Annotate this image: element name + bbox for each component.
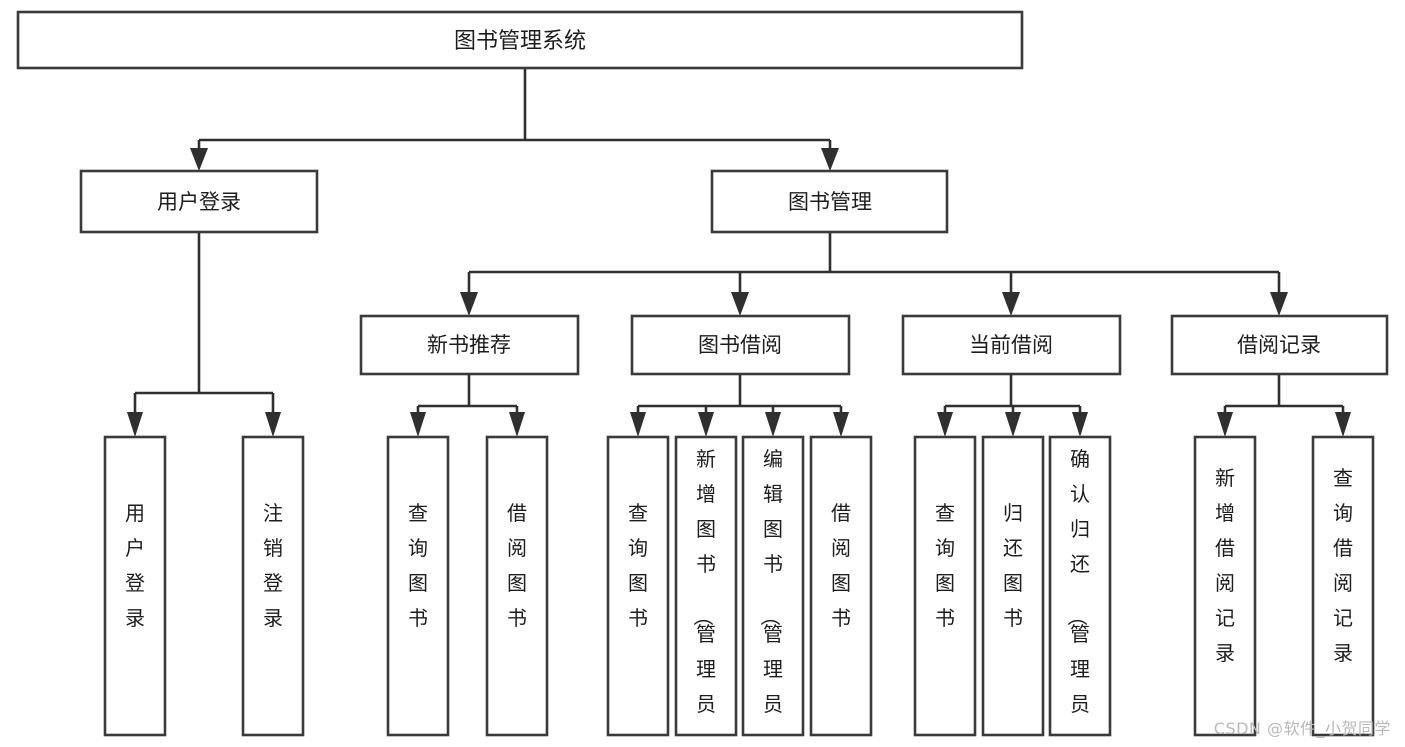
- node-book-borrow[interactable]: 图书借阅: [630, 314, 851, 376]
- arrow-head-borrow-record: [1270, 292, 1288, 316]
- csdn-watermark: CSDN @软件_小贺同学: [1213, 719, 1391, 738]
- node-leaf-confirm-return-label: 确认归还（管理员）: [1065, 447, 1090, 747]
- node-leaf-add-record-box[interactable]: [1193, 435, 1257, 737]
- node-leaf-user-logout[interactable]: 注销登录: [241, 435, 305, 737]
- connector-group-borrow-record: [1217, 374, 1351, 437]
- arrow-head-leaf-borrow-book-1: [509, 412, 525, 437]
- node-book-manage[interactable]: 图书管理: [710, 169, 949, 234]
- arrow-head-book-borrow: [731, 292, 749, 316]
- node-leaf-return-book-label: 归还图书: [1003, 501, 1023, 630]
- node-leaf-add-record[interactable]: 新增借阅记录: [1193, 435, 1257, 737]
- node-leaf-add-record-label: 新增借阅记录: [1215, 466, 1235, 665]
- node-leaf-borrow-book-2-label: 借阅图书: [831, 501, 851, 630]
- node-leaf-query-book-3-label: 查询图书: [935, 501, 955, 630]
- node-leaf-query-book-3[interactable]: 查询图书: [913, 435, 977, 737]
- arrow-head-leaf-confirm-return: [1072, 412, 1088, 437]
- node-current-borrow-label: 当前借阅: [969, 333, 1053, 357]
- node-leaf-return-book-box[interactable]: [981, 435, 1045, 737]
- node-root-label: 图书管理系统: [454, 29, 586, 54]
- node-leaf-confirm-return[interactable]: 确认归还（管理员）: [1048, 435, 1112, 747]
- arrow-head-book-manage: [821, 148, 839, 171]
- node-leaf-return-book[interactable]: 归还图书: [981, 435, 1045, 737]
- arrow-head-leaf-user-logout: [265, 412, 281, 437]
- node-book-borrow-box[interactable]: [630, 314, 851, 376]
- arrow-head-leaf-user-login: [127, 412, 143, 437]
- node-leaf-query-book-1[interactable]: 查询图书: [386, 435, 450, 737]
- node-current-borrow[interactable]: 当前借阅: [901, 314, 1122, 376]
- node-leaf-query-book-1-box[interactable]: [386, 435, 450, 737]
- arrow-head-leaf-add-book: [698, 412, 714, 437]
- node-book-manage-box[interactable]: [710, 169, 949, 234]
- node-leaf-query-record[interactable]: 查询借阅记录: [1311, 435, 1375, 737]
- node-user-login-box[interactable]: [79, 169, 319, 234]
- node-root[interactable]: 图书管理系统: [16, 10, 1024, 70]
- arrow-head-leaf-borrow-book-2: [833, 412, 849, 437]
- node-user-login[interactable]: 用户登录: [79, 169, 319, 234]
- node-book-manage-label: 图书管理: [788, 190, 872, 214]
- node-leaf-query-record-label: 查询借阅记录: [1333, 466, 1353, 665]
- node-borrow-record-label: 借阅记录: [1237, 333, 1321, 357]
- node-leaf-user-login-label: 用户登录: [125, 501, 145, 630]
- arrow-head-new-book-recommend: [460, 292, 478, 316]
- node-leaf-edit-book[interactable]: 编辑图书（管理员）: [741, 435, 805, 747]
- arrow-head-current-borrow: [1002, 292, 1020, 316]
- arrow-head-leaf-query-book-3: [937, 412, 953, 437]
- node-leaf-user-login-box[interactable]: [103, 435, 167, 737]
- node-leaf-add-book[interactable]: 新增图书（管理员）: [674, 435, 738, 747]
- node-borrow-record-box[interactable]: [1170, 314, 1389, 376]
- node-leaf-borrow-book-2-box[interactable]: [809, 435, 873, 737]
- node-leaf-edit-book-label: 编辑图书（管理员）: [758, 447, 783, 747]
- node-leaf-edit-book-box[interactable]: [741, 435, 805, 737]
- arrow-head-leaf-query-book-2: [630, 412, 646, 437]
- arrow-head-leaf-query-record: [1335, 412, 1351, 437]
- connector-group-root: [190, 68, 839, 171]
- arrow-head-user-login: [190, 148, 208, 171]
- node-leaf-query-record-box[interactable]: [1311, 435, 1375, 737]
- connector-group-user-login: [127, 232, 281, 437]
- node-leaf-query-book-2-label: 查询图书: [628, 501, 648, 630]
- connector-group-book-borrow: [630, 374, 849, 437]
- node-leaf-confirm-return-box[interactable]: [1048, 435, 1112, 737]
- node-leaf-borrow-book-1[interactable]: 借阅图书: [485, 435, 549, 737]
- node-leaf-borrow-book-1-label: 借阅图书: [507, 501, 527, 630]
- arrow-head-leaf-add-record: [1217, 412, 1233, 437]
- node-new-book-recommend-box[interactable]: [359, 314, 580, 376]
- node-root-box[interactable]: [16, 10, 1024, 70]
- node-leaf-query-book-1-label: 查询图书: [408, 501, 428, 630]
- node-leaf-user-login[interactable]: 用户登录: [103, 435, 167, 737]
- node-user-login-label: 用户登录: [157, 190, 241, 214]
- node-leaf-query-book-2-box[interactable]: [606, 435, 670, 737]
- arrow-head-leaf-query-book-1: [410, 412, 426, 437]
- node-new-book-recommend[interactable]: 新书推荐: [359, 314, 580, 376]
- arrow-head-leaf-return-book: [1005, 412, 1021, 437]
- leaf-nodes: 用户登录 注销登录 查询图书 借阅图书 查询图书 新增图书（管理员）: [103, 435, 1375, 747]
- node-leaf-add-book-box[interactable]: [674, 435, 738, 737]
- node-leaf-user-logout-box[interactable]: [241, 435, 305, 737]
- arrow-head-leaf-edit-book: [765, 412, 781, 437]
- node-current-borrow-box[interactable]: [901, 314, 1122, 376]
- connector-group-current-borrow: [937, 374, 1088, 437]
- node-leaf-query-book-3-box[interactable]: [913, 435, 977, 737]
- node-leaf-borrow-book-2[interactable]: 借阅图书: [809, 435, 873, 737]
- node-leaf-query-book-2[interactable]: 查询图书: [606, 435, 670, 737]
- node-new-book-recommend-label: 新书推荐: [427, 333, 511, 357]
- node-book-borrow-label: 图书借阅: [698, 333, 782, 357]
- node-leaf-borrow-book-1-box[interactable]: [485, 435, 549, 737]
- node-leaf-user-logout-label: 注销登录: [263, 501, 283, 630]
- node-borrow-record[interactable]: 借阅记录: [1170, 314, 1389, 376]
- connector-group-book-manage: [460, 232, 1288, 316]
- node-leaf-add-book-label: 新增图书（管理员）: [691, 447, 716, 747]
- connector-group-new-book-recommend: [410, 374, 525, 437]
